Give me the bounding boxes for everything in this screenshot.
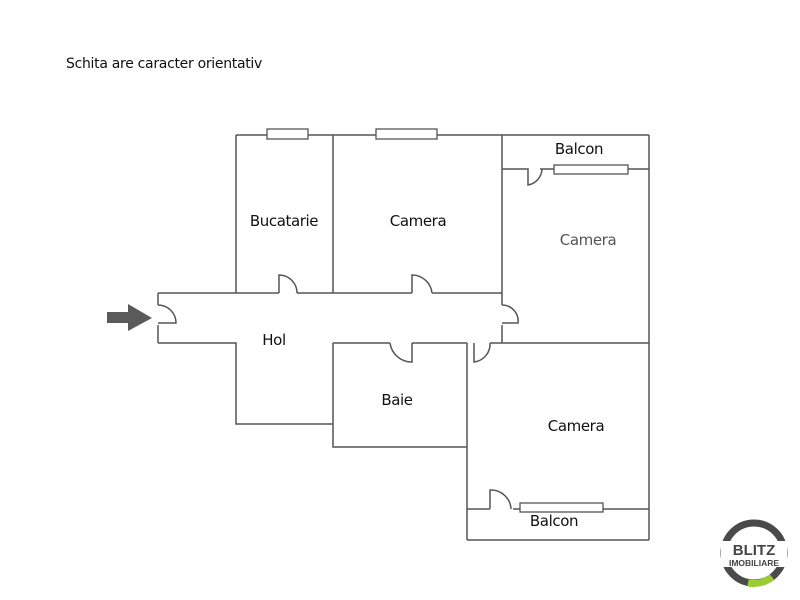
windows: [266, 128, 629, 513]
room-label-hol: Hol: [262, 331, 285, 349]
door-baie: [389, 342, 413, 363]
room-label-balcon: Balcon: [555, 140, 603, 158]
logo-text: BLITZ: [733, 542, 776, 559]
logo-subtext: IMOBILIARE: [729, 558, 779, 568]
window: [519, 502, 604, 513]
door-camera: [411, 274, 433, 294]
window: [553, 164, 629, 175]
door-balcon-top: [520, 168, 543, 186]
disclaimer-title: Schita are caracter orientativ: [66, 56, 263, 72]
room-label-balcon: Balcon: [530, 512, 578, 530]
door-kitchen: [278, 274, 298, 294]
entrance-arrow-icon: [107, 304, 152, 331]
room-label-camera: Camera: [390, 212, 446, 230]
walls: [157, 134, 650, 541]
room-label-bucatarie: Bucatarie: [250, 212, 318, 230]
room-label-baie: Baie: [381, 391, 412, 409]
blitz-logo: BLITZ IMOBILIARE: [720, 519, 788, 587]
doors: [157, 168, 543, 510]
room-label-camera: Camera: [548, 417, 604, 435]
door-camera-right: [501, 304, 519, 324]
door-entrance: [157, 304, 177, 324]
window: [375, 128, 438, 140]
window: [266, 128, 309, 140]
door-balcon-bottom: [489, 489, 512, 510]
room-label-camera: Camera: [560, 231, 616, 249]
door-camera-bottom: [473, 342, 491, 363]
